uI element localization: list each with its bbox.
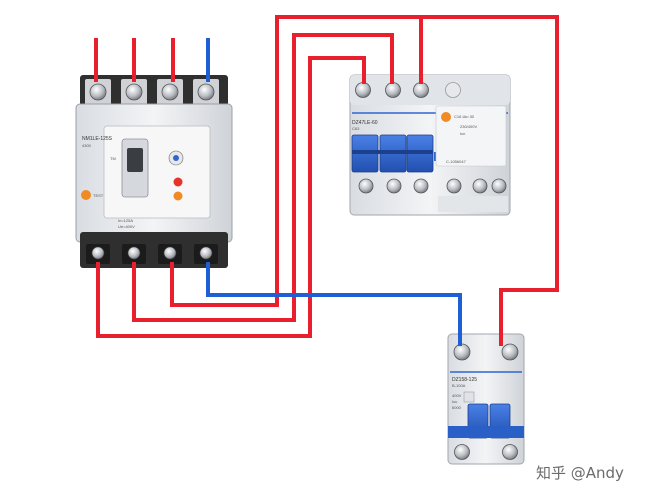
mcb-top-terminals <box>453 343 519 361</box>
mccb-test-button <box>81 190 91 200</box>
mccb-dial-center <box>173 155 179 161</box>
rcbo-model-text: DZ47LE-60 <box>352 120 378 126</box>
mcb-bottom-terminals <box>454 444 518 460</box>
wire-l1-mccb-to-rcbo <box>96 56 366 338</box>
mccb-red-indicator <box>173 177 183 187</box>
mccb-handle <box>127 148 143 172</box>
rcbo-current-text: C16 IΔn 30 <box>454 114 475 119</box>
mccb-bottom-terminals <box>86 244 218 264</box>
rcbo-breaker: DZ47LE-60 C63 C16 IΔn 30 230/400V Icn C-… <box>349 74 511 216</box>
mcb-line-3: 6000 <box>452 405 462 410</box>
mcb-line-2: Icu <box>452 399 457 404</box>
rcbo-handle-bar <box>352 150 433 154</box>
rcbo-rcd-module <box>435 105 507 167</box>
mcb-window <box>463 391 475 403</box>
mcb-breaker: DZ158-125 B-100A 400V Icu 6000 <box>447 333 525 465</box>
mccb-breaker: NM1LE-125S 4300 TM TEST In=125A Ue=400V <box>75 75 233 268</box>
mcb-rating-text: B-100A <box>452 383 466 388</box>
wire-n-mccb-to-mcb <box>206 262 462 346</box>
rcbo-bottom-text: C-1056047 <box>446 159 467 164</box>
mccb-rating-text: 4300 <box>82 143 92 148</box>
watermark-text: 知乎 @Andy <box>536 464 624 482</box>
mcb-model-text: DZ158-125 <box>452 377 477 383</box>
wire-l2-mccb-to-rcbo <box>132 33 394 322</box>
wire-phase-rcbo-to-mcb <box>421 15 559 346</box>
mccb-side-text: TM <box>110 156 116 161</box>
rcbo-bottom-terminals <box>358 178 507 194</box>
rcbo-side-text-1: 230/400V <box>460 124 477 129</box>
wires <box>94 15 559 346</box>
mccb-front-panel <box>103 125 211 219</box>
rcbo-rating-text: C63 <box>352 126 360 131</box>
mccb-test-label: TEST <box>93 193 104 198</box>
rcbo-indicator <box>441 112 451 122</box>
rcbo-top-terminals <box>355 82 461 98</box>
mccb-bottom-text-1: In=125A <box>118 218 133 223</box>
mccb-model-text: NM1LE-125S <box>82 136 113 142</box>
wire-l3-mccb-to-rcbo <box>170 15 423 307</box>
rcbo-side-text-2: Icn <box>460 131 465 136</box>
mccb-bottom-text-2: Ue=400V <box>118 224 135 229</box>
mcb-handle-bar <box>448 426 524 438</box>
mccb-bottom-terminal-block <box>80 232 228 268</box>
mcb-line-1: 400V <box>452 393 462 398</box>
mccb-top-terminals <box>85 79 219 109</box>
rcbo-bottom-clip <box>438 196 508 212</box>
mccb-orange-indicator <box>173 191 183 201</box>
rcbo-top-strip <box>350 75 510 105</box>
